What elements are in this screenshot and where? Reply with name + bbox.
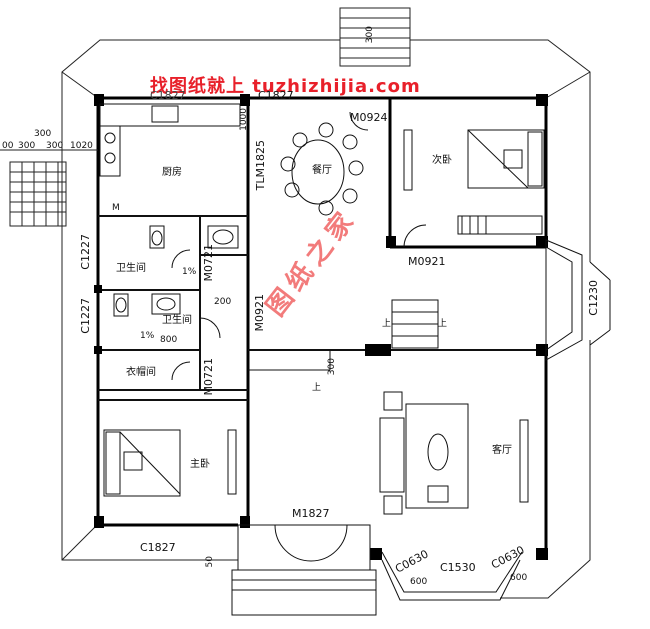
room-kitchen: 厨房 bbox=[162, 167, 182, 178]
mark-m: M bbox=[112, 203, 120, 213]
dim-300-left: 300 bbox=[34, 129, 52, 139]
front-bay bbox=[381, 551, 523, 601]
kitchen-fixtures bbox=[99, 103, 241, 177]
up-arrow-1: 上 bbox=[382, 319, 392, 329]
label-m0924: M0924 bbox=[350, 111, 388, 124]
room-master-bedroom: 主卧 bbox=[190, 459, 210, 470]
label-m0721-upper: M0721 bbox=[202, 244, 215, 282]
dim-800: 800 bbox=[160, 335, 178, 345]
pct-1: 1% bbox=[182, 267, 197, 277]
up-arrow-3: 上 bbox=[438, 319, 448, 329]
dim-300-b: 300 bbox=[46, 141, 64, 151]
balcony-stairs-top bbox=[339, 7, 411, 67]
wall-columns bbox=[94, 94, 548, 560]
label-tlm1825: TLM1825 bbox=[254, 140, 267, 191]
dim-1000: 1000 bbox=[239, 108, 249, 131]
dim-00: 00 bbox=[2, 141, 14, 151]
dim-1020: 1020 bbox=[70, 141, 93, 151]
room-second-bedroom: 次卧 bbox=[432, 155, 452, 166]
dim-50: 50 bbox=[205, 556, 215, 568]
label-c1827-top-left: C1827 bbox=[150, 89, 186, 102]
dim-600-left: 600 bbox=[410, 577, 428, 587]
door-swings bbox=[171, 111, 427, 381]
bay-window bbox=[545, 239, 611, 361]
dim-300-a: 300 bbox=[18, 141, 36, 151]
label-c1227-upper: C1227 bbox=[79, 234, 92, 270]
dim-300-entry: 300 bbox=[327, 358, 337, 376]
living-room-furniture bbox=[379, 391, 529, 515]
pct-2: 1% bbox=[140, 331, 155, 341]
label-m1827: M1827 bbox=[292, 507, 330, 520]
up-arrow-2: 上 bbox=[312, 383, 322, 393]
dim-300-stairs: 300 bbox=[365, 26, 375, 44]
interior-walls bbox=[98, 215, 546, 401]
label-c1230: C1230 bbox=[587, 280, 600, 316]
entry-steps-left bbox=[0, 149, 98, 227]
room-bathroom-2: 卫生间 bbox=[162, 315, 192, 326]
dim-200: 200 bbox=[214, 297, 232, 307]
room-closet: 衣帽间 bbox=[126, 367, 156, 378]
master-bedroom-furniture bbox=[103, 429, 237, 497]
label-c1827-top-right: C1827 bbox=[258, 89, 294, 102]
label-m0921-center: M0921 bbox=[253, 294, 266, 332]
entry-porch bbox=[231, 524, 377, 616]
dining-table bbox=[280, 122, 364, 216]
label-c1227-lower: C1227 bbox=[79, 298, 92, 334]
room-living-room: 客厅 bbox=[492, 445, 512, 456]
label-m0721-lower: M0721 bbox=[202, 358, 215, 396]
second-bedroom-furniture bbox=[403, 129, 545, 235]
room-bathroom-1: 卫生间 bbox=[116, 263, 146, 274]
bathroom-fixtures bbox=[113, 225, 239, 317]
room-dining: 餐厅 bbox=[312, 165, 332, 176]
label-c1530: C1530 bbox=[440, 561, 476, 574]
dim-600-right: 600 bbox=[510, 573, 528, 583]
outer-walls bbox=[96, 96, 548, 560]
watermark-top: 找图纸就上 tuzhizhijia.com bbox=[150, 76, 421, 97]
label-m0921-right: M0921 bbox=[408, 255, 446, 268]
stair-up bbox=[248, 299, 439, 371]
label-c1827-bottom: C1827 bbox=[140, 541, 176, 554]
